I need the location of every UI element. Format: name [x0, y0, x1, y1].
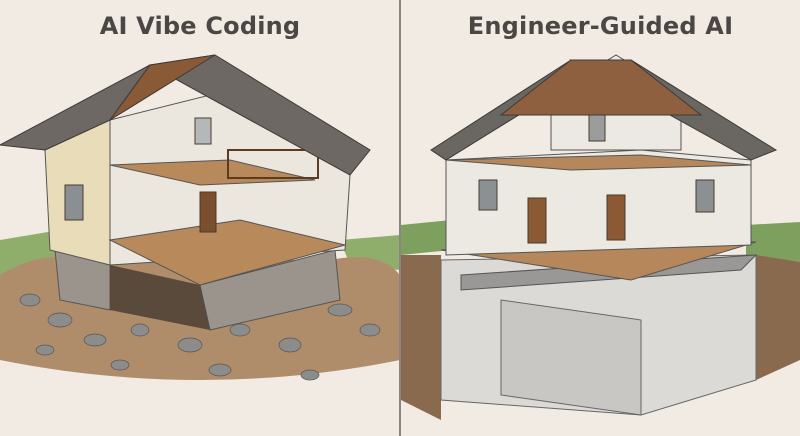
interior-door-2 [606, 194, 626, 241]
interior-door [199, 191, 217, 233]
upper-floor [445, 154, 752, 171]
side-window [64, 184, 84, 221]
side-window [478, 179, 498, 211]
interior-door-1 [527, 197, 547, 244]
basement-wall [500, 299, 642, 416]
roof-rafters [499, 59, 703, 116]
panel-title-vibe-coding: AI Vibe Coding [99, 12, 301, 40]
vibe-coding-panel: AI Vibe Coding [0, 12, 400, 381]
right-window [695, 179, 715, 213]
engineer-guided-panel: Engineer-Guided AI [401, 0, 800, 436]
panel-divider [399, 0, 401, 436]
soil-left [401, 255, 441, 420]
crawlspace-void [110, 265, 210, 330]
panel-title-engineer-guided: Engineer-Guided AI [467, 12, 734, 40]
roof-beams [109, 54, 216, 121]
rubble-stones [19, 293, 381, 381]
soil-right [756, 255, 800, 380]
solid-house-illustration [401, 54, 800, 420]
upper-window [194, 117, 212, 145]
foundation-right [199, 249, 341, 331]
grass-left [401, 220, 451, 255]
grass-right [746, 222, 800, 262]
crumbling-house-illustration [0, 54, 400, 381]
upper-window [588, 114, 606, 142]
ground-floor [108, 219, 346, 286]
main-wall-cutaway [445, 149, 752, 256]
balcony-railing [227, 149, 319, 179]
